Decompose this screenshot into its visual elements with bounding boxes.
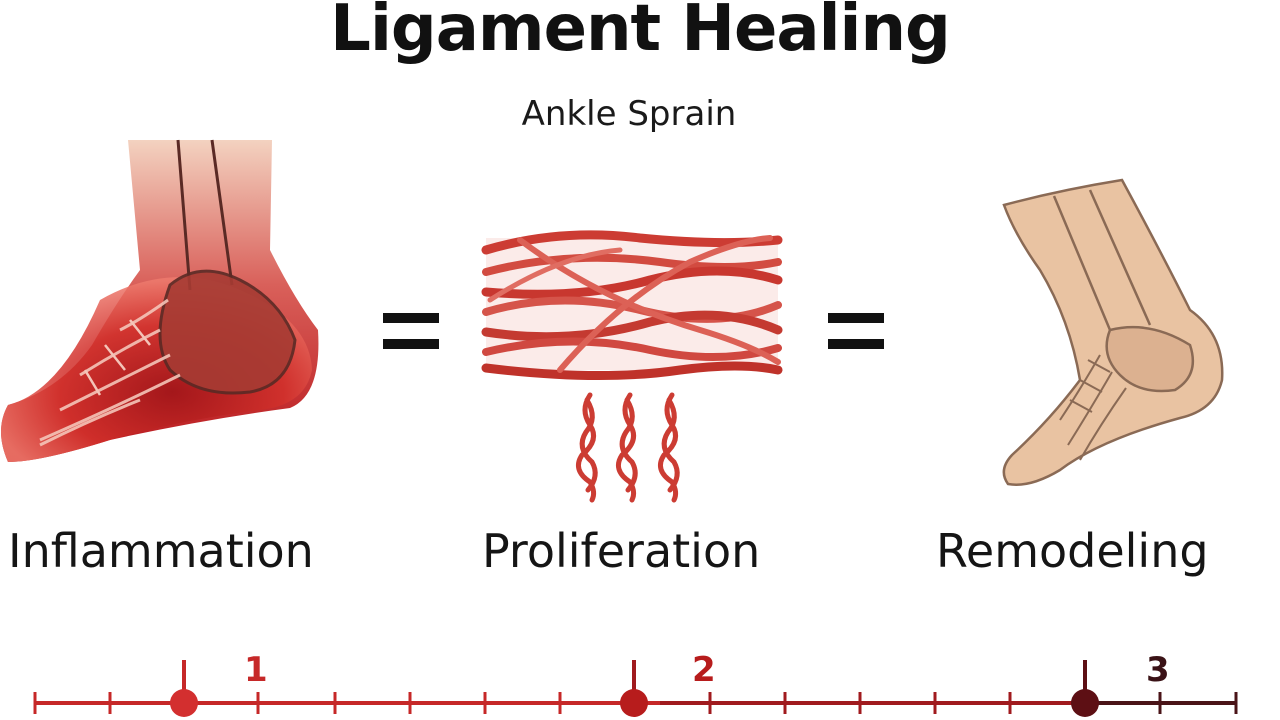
new-fibers-icon xyxy=(575,392,680,503)
stage-label-proliferation: Proliferation xyxy=(482,524,761,578)
stage-2-marker xyxy=(620,689,648,717)
stage-3-marker xyxy=(1071,689,1099,717)
page-title: Ligament Healing xyxy=(330,0,951,66)
equals-icon xyxy=(383,313,439,353)
inflamed-ankle-icon xyxy=(1,139,319,462)
stage-2-number: 2 xyxy=(692,650,716,690)
page-subtitle: Ankle Sprain xyxy=(521,94,737,134)
stage-label-inflammation: Inflammation xyxy=(8,524,314,578)
fiber-network-icon xyxy=(481,230,783,381)
stage-1-number: 1 xyxy=(244,650,268,690)
timeline xyxy=(33,660,1238,717)
stage-label-remodeling: Remodeling xyxy=(936,524,1209,578)
healed-ankle-icon xyxy=(1002,178,1224,486)
equals-icon xyxy=(828,313,884,353)
stage-1-marker xyxy=(170,689,198,717)
stage-3-number: 3 xyxy=(1146,650,1170,690)
